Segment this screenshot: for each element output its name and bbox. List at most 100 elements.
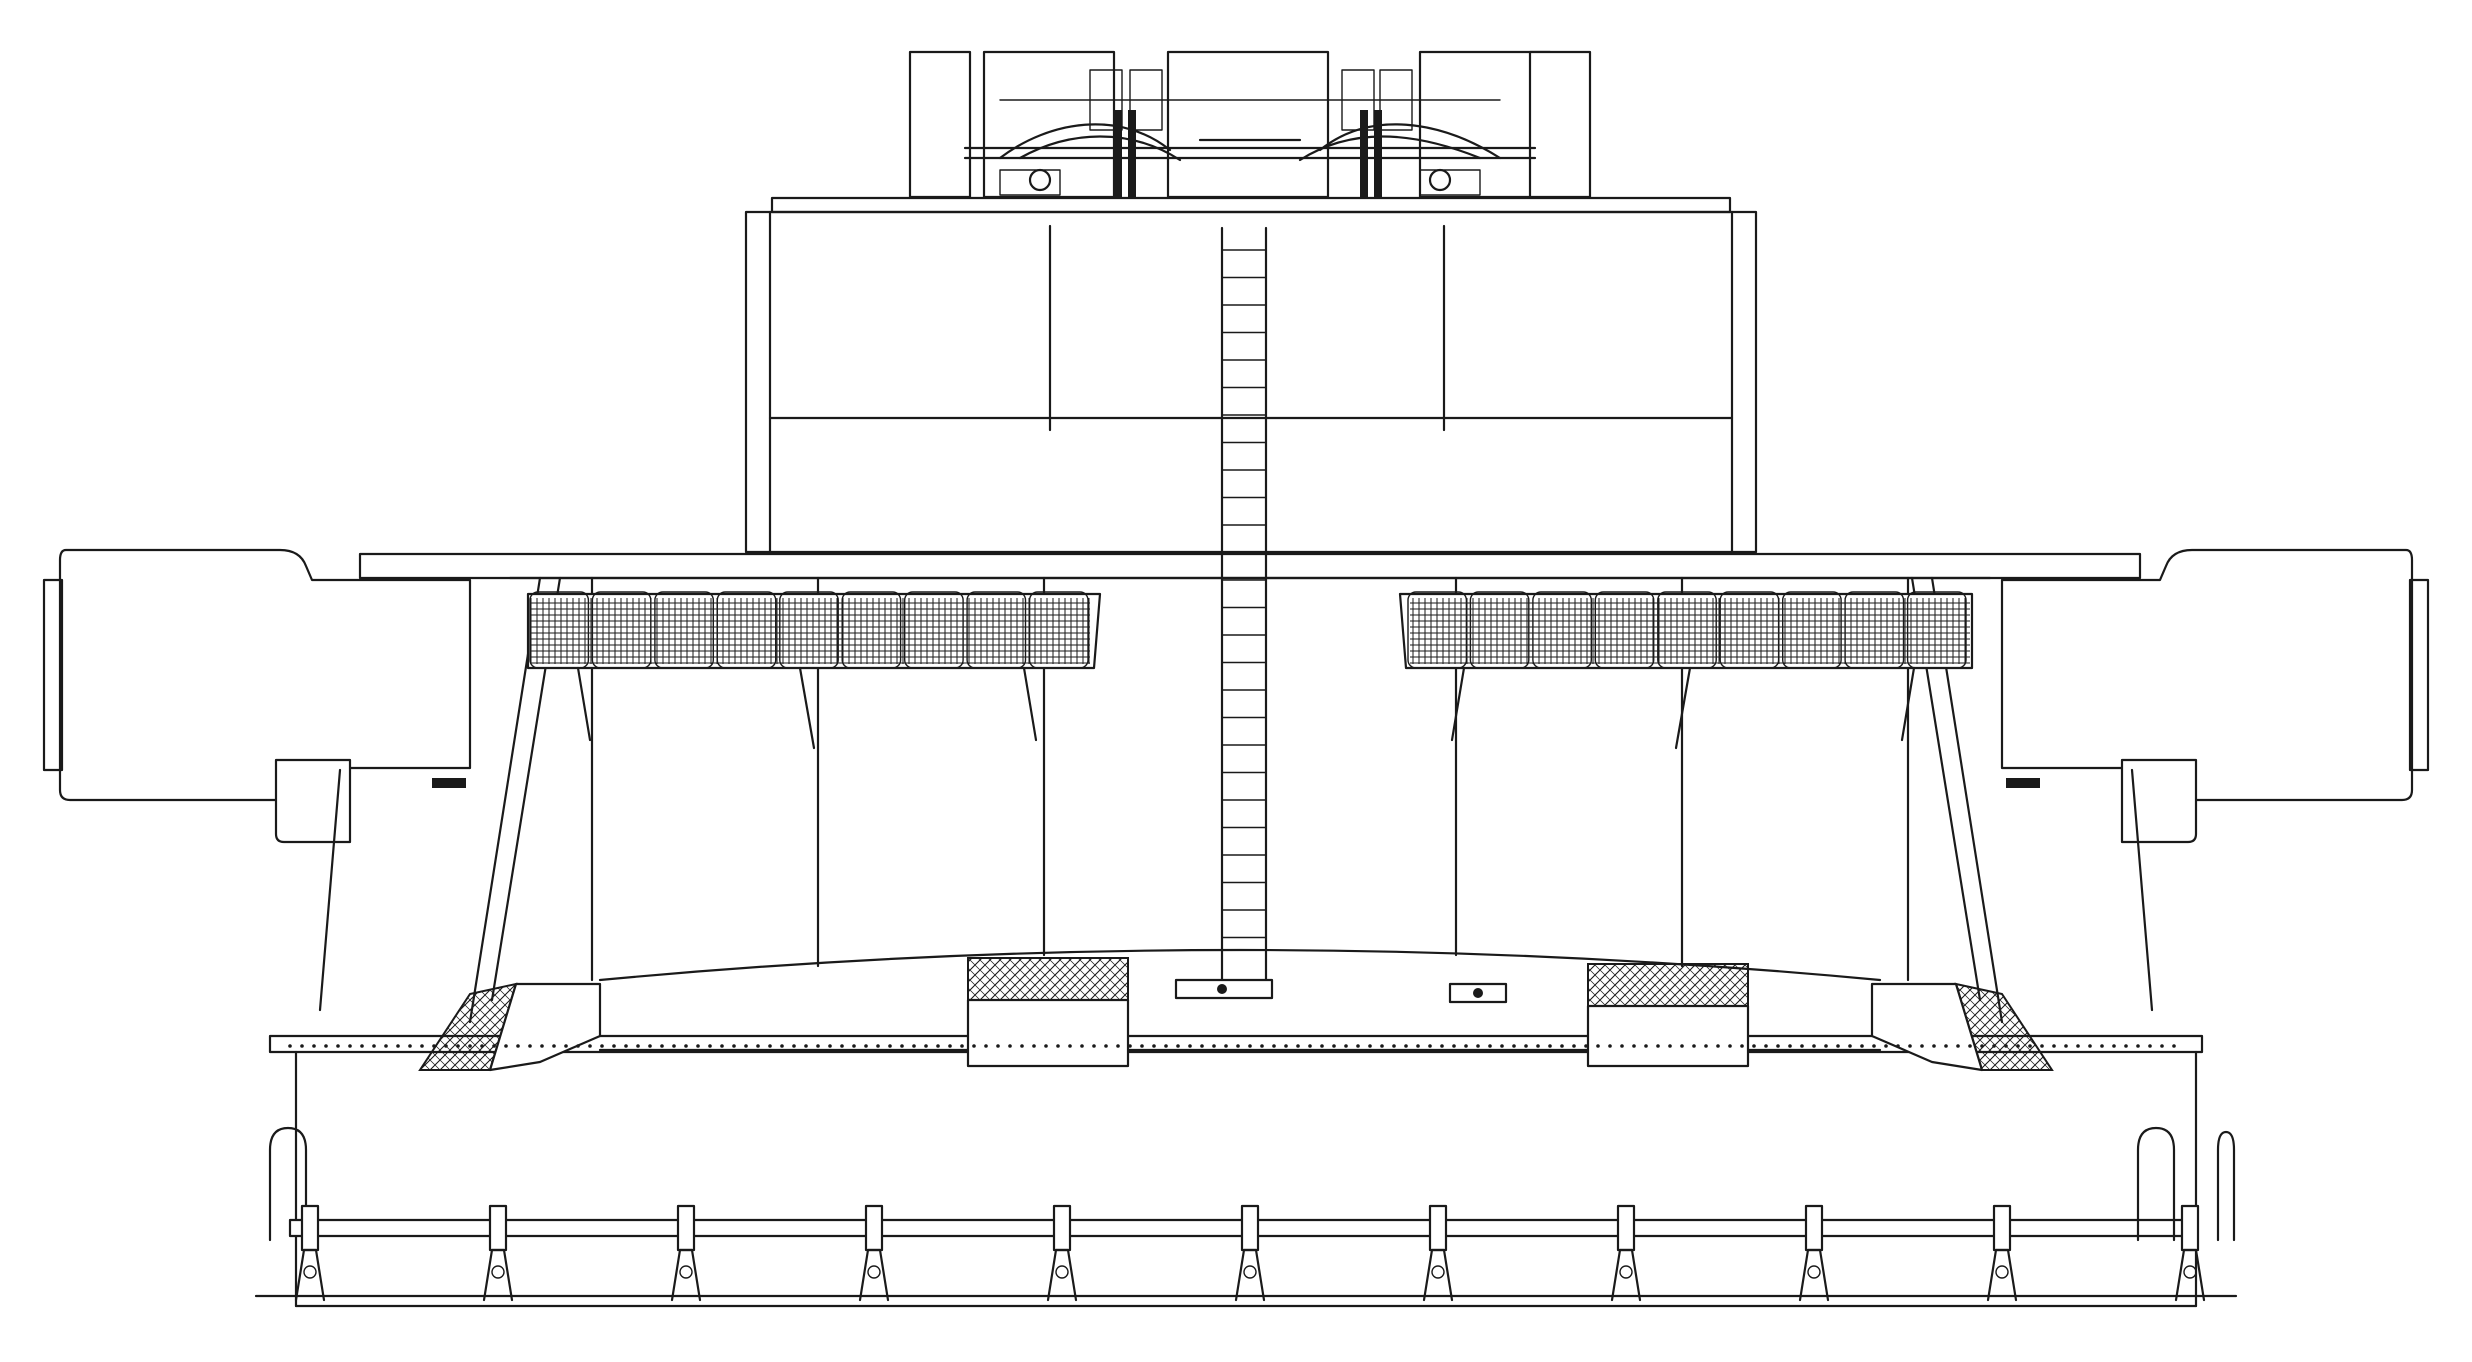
perforation-dot — [1092, 1044, 1096, 1048]
fender-basket — [904, 591, 964, 669]
perforation-dot — [1932, 1044, 1936, 1048]
perforation-dot — [1524, 1044, 1528, 1048]
right-fender-baskets — [1398, 591, 1974, 750]
left-fender-baskets — [526, 591, 1102, 750]
stanchion — [1046, 1204, 1078, 1302]
perforation-dot — [792, 1044, 796, 1048]
perforation-dot — [1704, 1044, 1708, 1048]
perforation-dot — [420, 1044, 424, 1048]
perforation-dot — [2040, 1044, 2044, 1048]
perforation-dot — [456, 1044, 460, 1048]
perforation-dot — [1752, 1044, 1756, 1048]
perforation-dot — [1428, 1044, 1432, 1048]
perforation-dot — [1692, 1044, 1696, 1048]
fender-basket — [1657, 591, 1717, 669]
perforation-dot — [696, 1044, 700, 1048]
perforation-dot — [1356, 1044, 1360, 1048]
perforation-dot — [984, 1044, 988, 1048]
perforation-dot — [1308, 1044, 1312, 1048]
perforation-dot — [1716, 1044, 1720, 1048]
perforation-dot — [1788, 1044, 1792, 1048]
perforation-dot — [660, 1044, 664, 1048]
perforation-dot — [396, 1044, 400, 1048]
perforation-dot — [1152, 1044, 1156, 1048]
perforation-dot — [612, 1044, 616, 1048]
perforation-dot — [624, 1044, 628, 1048]
perforation-dot — [996, 1044, 1000, 1048]
fender-basket — [779, 591, 839, 669]
perforation-dot — [1896, 1044, 1900, 1048]
perforation-dot — [1032, 1044, 1036, 1048]
perforation-dot — [1344, 1044, 1348, 1048]
perforation-dot — [2016, 1044, 2020, 1048]
perforation-dot — [936, 1044, 940, 1048]
perforation-dot — [1236, 1044, 1240, 1048]
stanchion — [1986, 1204, 2018, 1302]
perforation-dot — [1860, 1044, 1864, 1048]
perforation-dot — [468, 1044, 472, 1048]
perforation-dot — [1596, 1044, 1600, 1048]
perforation-dot — [804, 1044, 808, 1048]
perforation-dot — [1080, 1044, 1084, 1048]
right-side-arm — [2000, 548, 2430, 1012]
stanchion — [482, 1204, 514, 1302]
fender-basket — [1028, 591, 1089, 669]
fender-basket — [966, 591, 1027, 669]
stanchions — [294, 1204, 2206, 1302]
perforation-dot — [288, 1044, 292, 1048]
perforation-dot — [1968, 1044, 1972, 1048]
perforation-dot — [912, 1044, 916, 1048]
perforation-dot — [1272, 1044, 1276, 1048]
perforation-dot — [1332, 1044, 1336, 1048]
perforation-dot — [1176, 1044, 1180, 1048]
perforation-dot — [1668, 1044, 1672, 1048]
perforation-dot — [2088, 1044, 2092, 1048]
fender-basket — [841, 591, 902, 669]
perforation-dot — [1248, 1044, 1252, 1048]
fender-basket — [654, 591, 715, 669]
fender-basket — [716, 591, 777, 669]
perforation-dot — [924, 1044, 928, 1048]
perforation-dot — [576, 1044, 580, 1048]
perforation-dot — [1908, 1044, 1912, 1048]
perforation-dot — [2148, 1044, 2152, 1048]
perforation-dot — [2160, 1044, 2164, 1048]
perforation-dot — [1632, 1044, 1636, 1048]
base-rail — [254, 1050, 2238, 1308]
perforation-dot — [828, 1044, 832, 1048]
perforation-dot — [1140, 1044, 1144, 1048]
fender-basket — [529, 591, 590, 669]
perforation-dot — [1824, 1044, 1828, 1048]
perforation-dot — [1128, 1044, 1132, 1048]
perforation-dot — [1320, 1044, 1324, 1048]
perforation-dot — [744, 1044, 748, 1048]
perforation-dot — [492, 1044, 496, 1048]
top-equipment — [908, 50, 1592, 200]
perforation-dot — [324, 1044, 328, 1048]
perforation-dot — [1944, 1044, 1948, 1048]
perforation-dot — [2028, 1044, 2032, 1048]
fender-basket — [1407, 591, 1468, 669]
perforation-dot — [1644, 1044, 1648, 1048]
perforation-dot — [1452, 1044, 1456, 1048]
stanchion — [1234, 1204, 1266, 1302]
perforation-dot — [2124, 1044, 2128, 1048]
perforation-dot — [504, 1044, 508, 1048]
perforation-dot — [2136, 1044, 2140, 1048]
perforation-dot — [840, 1044, 844, 1048]
perforation-dot — [1068, 1044, 1072, 1048]
perforation-dot — [1956, 1044, 1960, 1048]
perforation-dot — [1920, 1044, 1924, 1048]
perforation-dots — [288, 1044, 2176, 1048]
perforation-dot — [708, 1044, 712, 1048]
perforation-dot — [1284, 1044, 1288, 1048]
perforation-dot — [1992, 1044, 1996, 1048]
ladder — [1174, 226, 1274, 1000]
perforation-dot — [1584, 1044, 1588, 1048]
perforation-dot — [1560, 1044, 1564, 1048]
perforation-dot — [1464, 1044, 1468, 1048]
perforation-dot — [600, 1044, 604, 1048]
perforation-dot — [2004, 1044, 2008, 1048]
perforation-dot — [672, 1044, 676, 1048]
perforation-dot — [756, 1044, 760, 1048]
